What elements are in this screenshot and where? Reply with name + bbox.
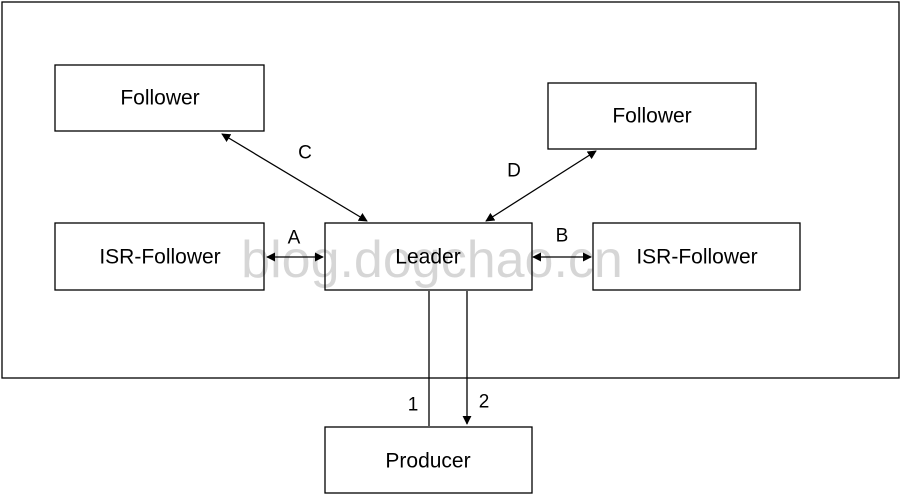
edge-label-1: 1 (408, 395, 419, 416)
edge-label-d: D (507, 161, 521, 182)
node-label: Follower (612, 105, 691, 128)
edge-label-c: C (298, 143, 312, 164)
node-label: ISR-Follower (99, 246, 220, 269)
arrow-d (485, 150, 597, 222)
node-leader: Leader (324, 222, 533, 291)
edge-label-2: 2 (479, 392, 490, 413)
node-producer: Producer (324, 426, 533, 494)
node-follower-left: Follower (54, 64, 265, 132)
node-label: Producer (385, 450, 470, 473)
node-label: Follower (120, 87, 199, 110)
node-follower-right: Follower (547, 82, 757, 150)
arrow-c (221, 133, 368, 222)
node-isr-follower-right: ISR-Follower (592, 222, 801, 291)
edge-label-a: A (288, 228, 301, 249)
node-label: ISR-Follower (636, 246, 757, 269)
edge-label-b: B (556, 226, 569, 247)
node-isr-follower-left: ISR-Follower (54, 222, 265, 291)
node-label: Leader (395, 246, 460, 269)
cluster-frame (1, 1, 900, 379)
watermark: blog.dogchao.cn (241, 231, 623, 289)
